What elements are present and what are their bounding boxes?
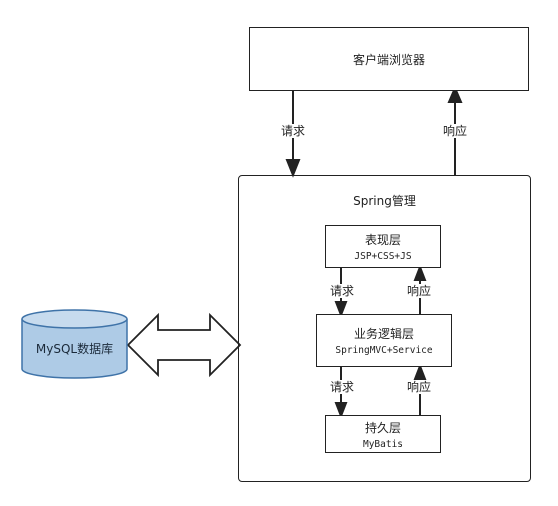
biz-request-label: 请求	[330, 380, 355, 394]
biz-response-label: 响应	[407, 380, 432, 394]
business-layer-title: 业务逻辑层	[353, 327, 414, 341]
presentation-layer-title: 表现层	[364, 233, 401, 247]
database-double-arrow	[126, 312, 242, 378]
business-layer-tech: SpringMVC+Service	[335, 345, 433, 356]
browser-response-label: 响应	[443, 124, 468, 138]
business-layer-box: 业务逻辑层 SpringMVC+Service	[316, 314, 452, 367]
pres-request-arrowhead	[334, 301, 348, 318]
database-cylinder	[21, 309, 128, 379]
presentation-layer-box: 表现层 JSP+CSS+JS	[325, 225, 441, 268]
biz-request-arrowhead	[334, 402, 348, 419]
pres-response-label: 响应	[407, 284, 432, 298]
pres-request-label: 请求	[330, 284, 355, 298]
browser-request-label: 请求	[281, 124, 306, 138]
browser-box: 客户端浏览器	[249, 27, 529, 91]
persistence-layer-title: 持久层	[364, 420, 401, 435]
persistence-layer-tech: MyBatis	[362, 438, 404, 450]
spring-title: Spring管理	[353, 194, 416, 208]
biz-response-arrowhead	[413, 363, 427, 380]
browser-response-arrowhead	[447, 85, 463, 103]
browser-label: 客户端浏览器	[352, 52, 425, 67]
pres-response-arrowhead	[413, 264, 427, 281]
persistence-layer-box: 持久层 MyBatis	[325, 415, 441, 453]
spring-container: Spring管理	[238, 175, 531, 482]
database-label: MySQL数据库	[35, 342, 114, 356]
browser-request-arrowhead	[285, 159, 301, 178]
presentation-layer-tech: JSP+CSS+JS	[354, 251, 412, 262]
